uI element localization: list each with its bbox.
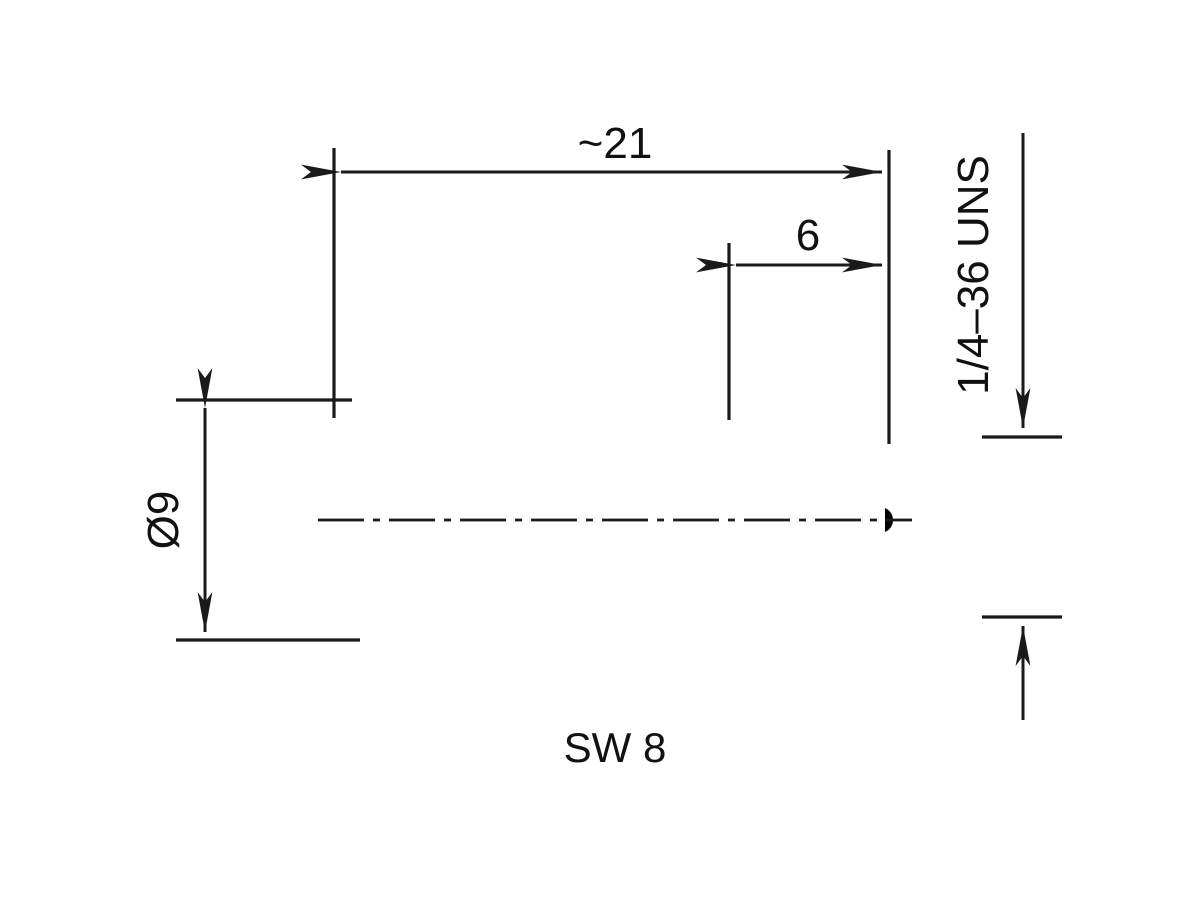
dimension-thread-spec: 1/4–36 UNS — [949, 133, 1062, 720]
dimension-label-thread-length: 6 — [796, 211, 820, 260]
dimension-body-diameter: Ø9 — [139, 368, 360, 642]
dimension-label-thread-spec: 1/4–36 UNS — [949, 155, 998, 395]
dimension-label-overall-length: ~21 — [578, 119, 653, 168]
leader-line-left-sw8 — [500, 543, 545, 775]
annotation-label-wrench-size: SW 8 — [564, 724, 667, 771]
annotation-wrench-size: SW 8 — [500, 543, 722, 775]
dimension-thread-length: 6 — [696, 211, 882, 420]
dimension-label-body-diameter: Ø9 — [139, 491, 188, 550]
leader-line-right-sw8 — [658, 543, 722, 775]
dimension-overall-length: ~21 — [301, 119, 891, 444]
